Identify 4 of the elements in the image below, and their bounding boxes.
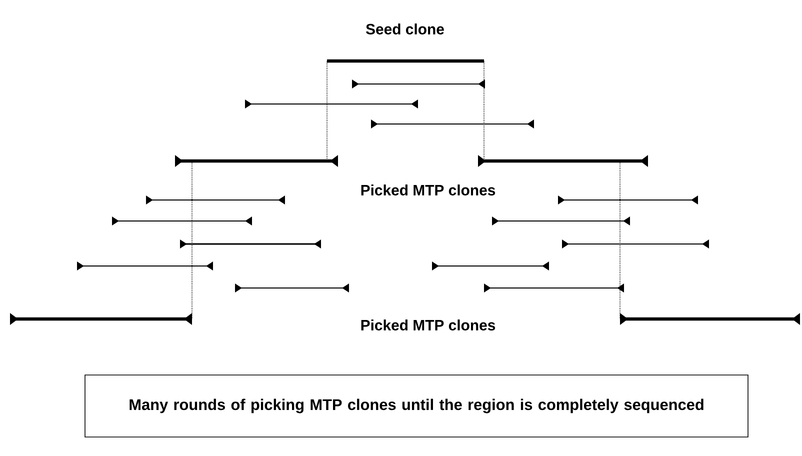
clone-label: Picked MTP clones bbox=[361, 320, 496, 330]
clone-label: Picked MTP clones bbox=[361, 184, 496, 196]
note-box: Many rounds of picking MTP clones until the region is completely sequenced bbox=[84, 374, 748, 438]
clone-label: Seed clone bbox=[366, 24, 444, 34]
